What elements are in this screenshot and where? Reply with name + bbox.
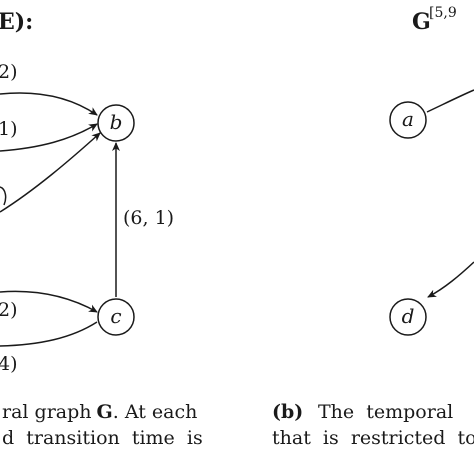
edge-middle-to-b (0, 123, 98, 152)
left-caption-line2: d transition time is (2, 427, 203, 449)
edge-c-to-lower (0, 321, 98, 347)
self-loop-fragment (0, 186, 7, 206)
node-d (389, 298, 427, 336)
edge-label-middle: 1) (0, 118, 18, 140)
edge-lower-to-b (0, 132, 101, 213)
edge-top-to-b (0, 92, 98, 116)
edge-label-c-lower: 4) (0, 353, 18, 375)
node-b-label: b (110, 110, 123, 134)
left-caption-graph-symbol: G (97, 401, 113, 423)
node-a (389, 101, 427, 139)
right-caption-tag: (b) (272, 401, 303, 423)
right-caption-line2: that is restricted to (272, 427, 474, 449)
node-a-label: a (402, 107, 414, 131)
node-c-label: c (110, 304, 121, 328)
left-caption-line1-b: . At each (113, 401, 198, 423)
edge-upper-to-c (0, 290, 98, 313)
edge-from-a (426, 89, 474, 113)
right-title-main: G (412, 9, 431, 35)
right-caption-line1: The temporal (318, 401, 453, 423)
edge-label-b-c: (6, 1) (123, 207, 174, 229)
edge-label-top: 2) (0, 61, 18, 83)
node-b (97, 104, 135, 142)
node-c (97, 298, 135, 336)
edge-label-c-upper: 2) (0, 299, 18, 321)
left-caption-line1-a: ral graph (2, 401, 92, 423)
edge-into-d (427, 261, 474, 298)
node-d-label: d (402, 304, 415, 328)
right-title-superscript: [5,9 (429, 5, 457, 21)
left-title-fragment: E): (0, 9, 33, 35)
